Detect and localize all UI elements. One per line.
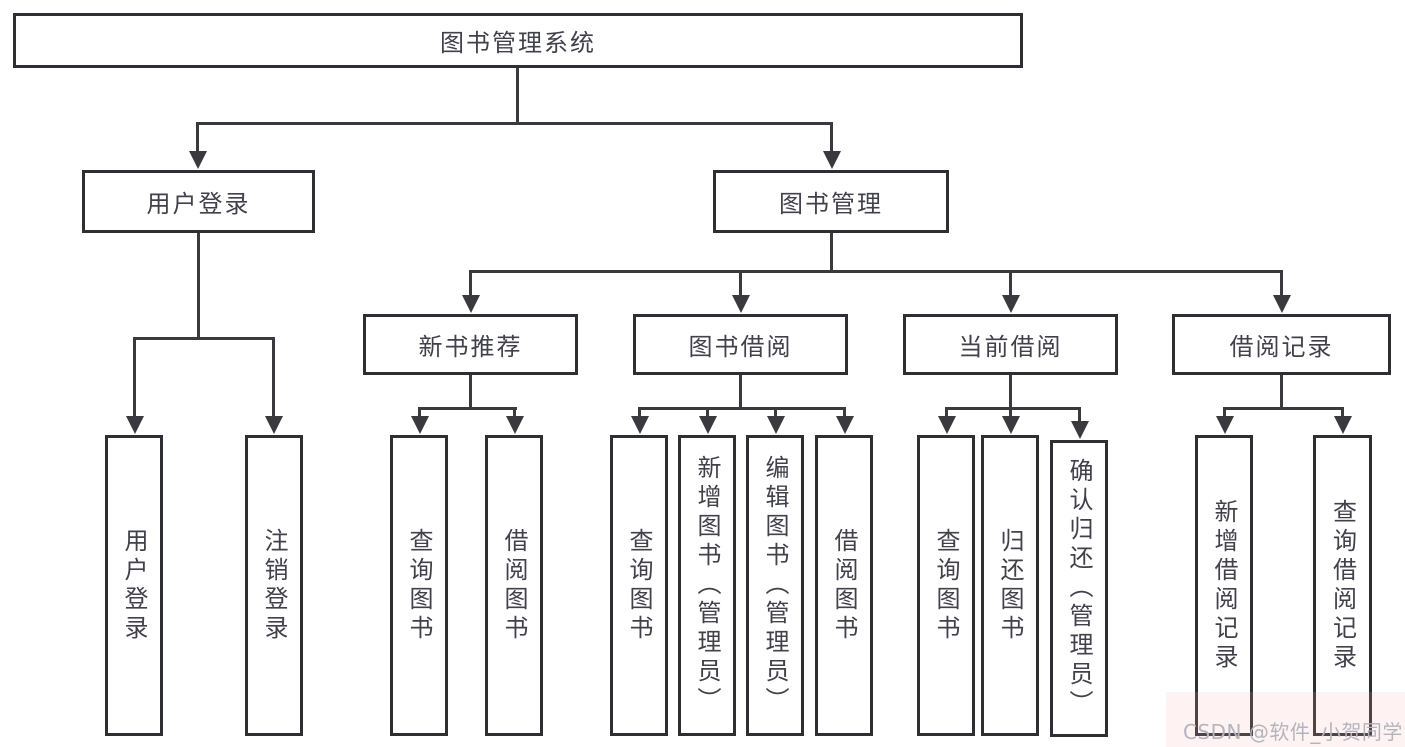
arrow-down-leaf-query-current-icon <box>938 416 956 434</box>
connector-records-hline <box>1223 407 1344 410</box>
connector-records-stem <box>1280 375 1283 407</box>
connector-currentborrow-hline <box>945 407 1081 410</box>
leaf-query-book-borrow-label: 查询图书 <box>625 527 653 644</box>
node-book-borrow: 图书借阅 <box>633 314 848 375</box>
node-borrow-records: 借阅记录 <box>1172 314 1391 375</box>
leaf-borrow-book-label: 借阅图书 <box>830 527 858 644</box>
leaf-query-book-current: 查询图书 <box>917 435 975 736</box>
node-book-management-label: 图书管理 <box>779 190 883 218</box>
arrow-down-leaf-borrow-newrec-icon <box>506 416 524 434</box>
connector-to-borrow-records <box>1280 270 1283 296</box>
leaf-query-book-newrec-label: 查询图书 <box>405 527 433 644</box>
arrow-down-leaf-return-book-icon <box>1002 416 1020 434</box>
leaf-query-borrow-record: 查询借阅记录 <box>1313 435 1372 736</box>
connector-to-leaf-query-borrow <box>638 407 641 417</box>
arrow-down-leaf-query-record-icon <box>1334 416 1352 434</box>
connector-to-leaf-borrow-newrec <box>513 407 516 417</box>
arrow-down-leaf-add-book-icon <box>699 416 717 434</box>
leaf-borrow-book-newrec-label: 借阅图书 <box>500 527 528 644</box>
connector-to-book-management <box>830 122 833 152</box>
leaf-confirm-return-admin: 确认归还（管理员） <box>1050 440 1108 737</box>
connector-to-new-book-recommend <box>469 270 472 296</box>
node-book-borrow-label: 图书借阅 <box>688 333 793 361</box>
connector-newrec-hline <box>418 407 517 410</box>
connector-root-stem <box>516 68 519 122</box>
leaf-return-book-label: 归还图书 <box>996 527 1024 644</box>
arrow-down-leaf-edit-book-icon <box>767 416 785 434</box>
leaf-logout-login: 注销登录 <box>245 435 303 736</box>
arrow-down-leaf-borrow-book-icon <box>836 416 854 434</box>
connector-to-leaf-return-book <box>1009 407 1012 417</box>
arrow-down-book-borrow-icon <box>732 295 750 313</box>
node-user-login: 用户登录 <box>82 170 315 233</box>
leaf-user-login: 用户登录 <box>105 435 163 736</box>
leaf-add-book-admin: 新增图书（管理员） <box>678 435 736 736</box>
connector-to-leaf-confirm-return <box>1078 407 1081 422</box>
connector-to-current-borrow <box>1009 270 1012 296</box>
arrow-down-current-borrow-icon <box>1002 295 1020 313</box>
leaf-add-borrow-record-label: 新增借阅记录 <box>1210 498 1238 673</box>
connector-to-leaf-logout <box>272 337 275 417</box>
arrow-down-borrow-records-icon <box>1273 295 1291 313</box>
connector-level3-hline <box>469 270 1282 273</box>
connector-book-management-stem <box>830 233 833 270</box>
connector-to-leaf-query-record <box>1341 407 1344 417</box>
arrow-down-leaf-query-newrec-icon <box>411 416 429 434</box>
leaf-confirm-return-admin-label: 确认归还（管理员） <box>1065 458 1093 719</box>
connector-to-leaf-edit-book <box>774 407 777 417</box>
leaf-return-book: 归还图书 <box>981 435 1039 736</box>
connector-user-login-stem <box>197 233 200 337</box>
connector-currentborrow-stem <box>1009 375 1012 407</box>
leaf-borrow-book-newrec: 借阅图书 <box>485 435 543 736</box>
connector-to-leaf-query-current <box>945 407 948 417</box>
connector-to-user-login <box>196 122 199 152</box>
leaf-add-book-admin-label: 新增图书（管理员） <box>693 455 721 716</box>
leaf-query-book-current-label: 查询图书 <box>932 527 960 644</box>
arrow-down-leaf-confirm-return-icon <box>1071 421 1089 439</box>
arrow-down-leaf-query-borrow-icon <box>631 416 649 434</box>
connector-to-leaf-add-book <box>706 407 709 417</box>
connector-user-login-hline <box>133 337 275 340</box>
leaf-user-login-label: 用户登录 <box>120 527 148 644</box>
leaf-add-borrow-record: 新增借阅记录 <box>1195 435 1253 736</box>
node-new-book-recommend-label: 新书推荐 <box>418 333 523 361</box>
node-user-login-label: 用户登录 <box>146 190 251 218</box>
arrow-down-book-management-icon <box>823 151 841 169</box>
arrow-down-leaf-add-record-icon <box>1216 416 1234 434</box>
leaf-query-book-newrec: 查询图书 <box>390 435 448 736</box>
node-current-borrow-label: 当前借阅 <box>958 333 1063 361</box>
node-book-management: 图书管理 <box>713 170 949 233</box>
arrow-down-new-book-recommend-icon <box>462 295 480 313</box>
leaf-edit-book-admin: 编辑图书（管理员） <box>746 435 804 736</box>
leaf-logout-login-label: 注销登录 <box>260 527 288 644</box>
connector-to-leaf-add-record <box>1223 407 1226 417</box>
connector-to-leaf-borrow-book <box>843 407 846 417</box>
node-root: 图书管理系统 <box>13 13 1023 68</box>
connector-newrec-stem <box>469 375 472 407</box>
connector-to-leaf-query-newrec <box>418 407 421 417</box>
node-borrow-records-label: 借阅记录 <box>1229 333 1334 361</box>
leaf-edit-book-admin-label: 编辑图书（管理员） <box>761 455 789 716</box>
connector-bookborrow-hline <box>638 407 846 410</box>
leaf-query-borrow-record-label: 查询借阅记录 <box>1328 498 1357 673</box>
connector-to-leaf-user-login <box>133 337 136 417</box>
connector-root-hline <box>196 122 833 125</box>
connector-bookborrow-stem <box>739 375 742 407</box>
node-current-borrow: 当前借阅 <box>903 314 1118 375</box>
leaf-borrow-book: 借阅图书 <box>815 435 873 736</box>
watermark-text: CSDN @软件_小贺同学 <box>1183 720 1403 744</box>
arrow-down-user-login-icon <box>189 151 207 169</box>
arrow-down-leaf-user-login-icon <box>126 416 144 434</box>
connector-to-book-borrow <box>739 270 742 296</box>
node-new-book-recommend: 新书推荐 <box>363 314 578 375</box>
leaf-query-book-borrow: 查询图书 <box>610 435 668 736</box>
arrow-down-leaf-logout-icon <box>265 416 283 434</box>
node-root-label: 图书管理系统 <box>440 29 596 57</box>
